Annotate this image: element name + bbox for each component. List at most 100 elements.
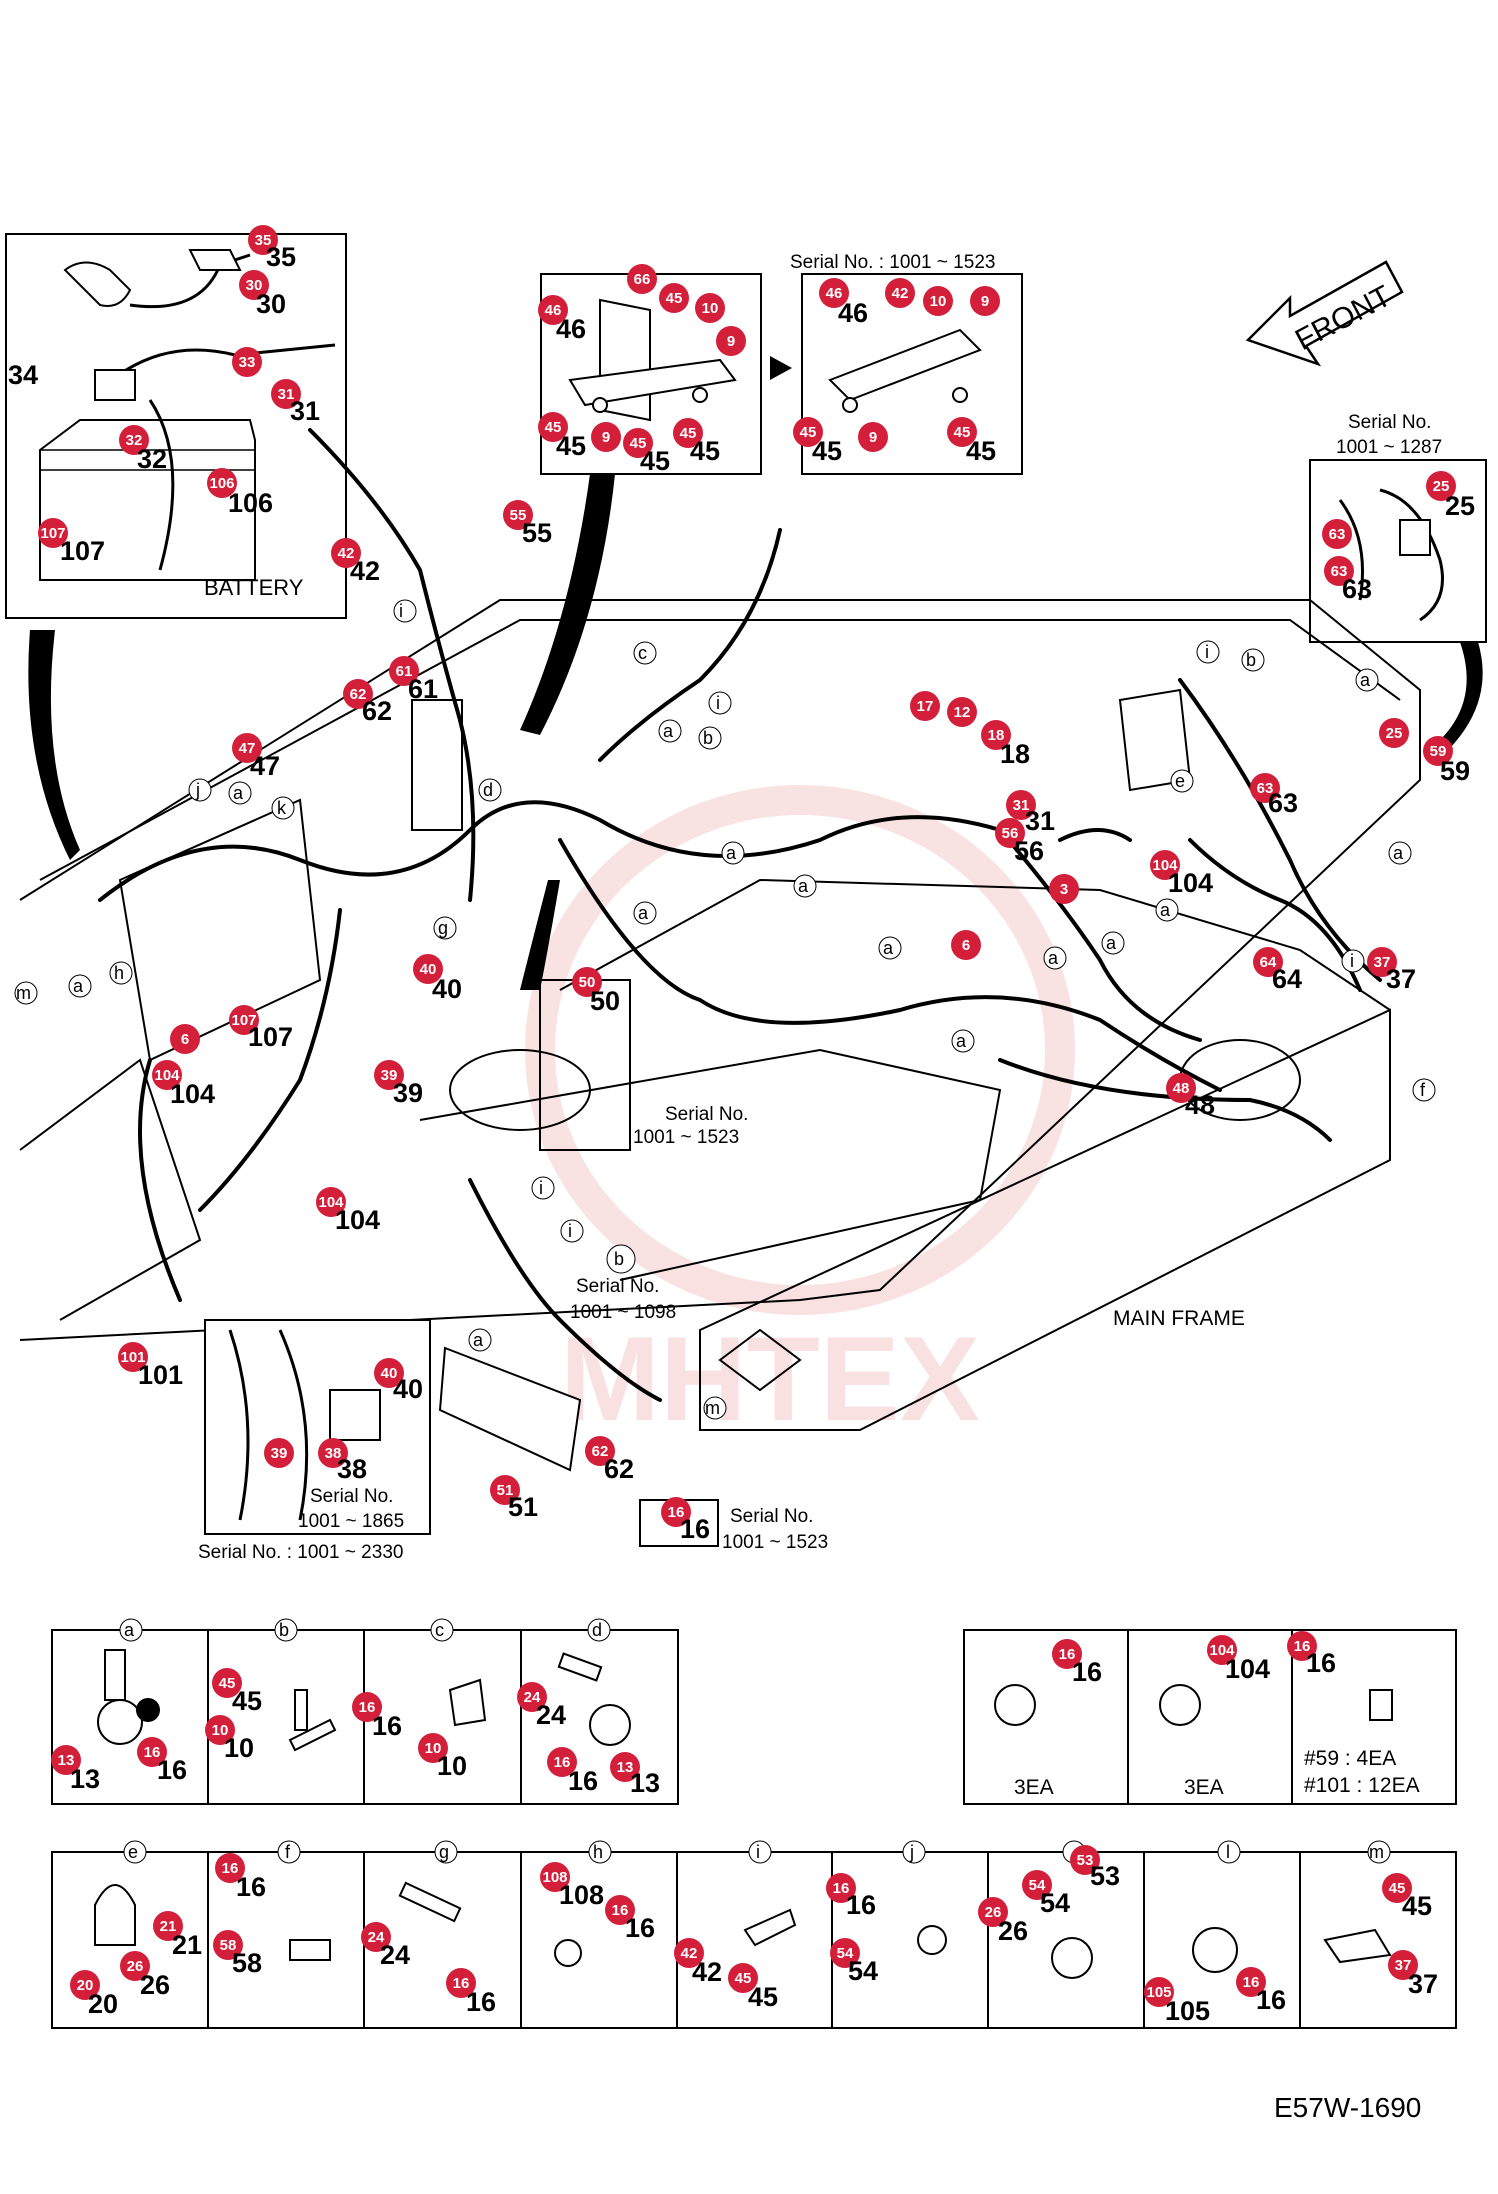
callout-badge: 104 [152, 1060, 182, 1090]
svg-text:13: 13 [617, 1759, 634, 1776]
svg-text:a: a [1160, 900, 1171, 920]
callout-badge: 24 [517, 1682, 547, 1712]
svg-text:a: a [124, 1620, 135, 1640]
svg-text:20: 20 [88, 1989, 118, 2019]
callout-badge: 25 [1379, 718, 1409, 748]
svg-text:a: a [663, 721, 674, 741]
callout-badge: 107 [229, 1005, 259, 1035]
svg-text:51: 51 [497, 1482, 514, 1499]
callout-badge: 106 [207, 468, 237, 498]
svg-text:51: 51 [508, 1492, 538, 1522]
svg-text:13: 13 [630, 1768, 660, 1798]
callout-badge: 21 [153, 1911, 183, 1941]
svg-text:37: 37 [1386, 964, 1416, 994]
svg-text:37: 37 [1395, 1957, 1412, 1974]
svg-text:54: 54 [848, 1956, 878, 1986]
watermark-text: MHTEX [560, 1312, 980, 1446]
svg-text:a: a [1360, 670, 1371, 690]
callout-badges: 35 35 30 30 34 33 31 31 32 32 106 106 10… [8, 225, 1475, 1547]
svg-text:46: 46 [838, 298, 868, 328]
callout-badge: 63 [1324, 556, 1354, 586]
svg-text:40: 40 [393, 1374, 423, 1404]
svg-text:33: 33 [239, 354, 256, 371]
detail-panel-f: f 16 16 58 58 [213, 1840, 331, 1978]
qty-panel-3: 16 16 #59 : 4EA #101 : 12EA [1287, 1631, 1420, 1797]
svg-text:13: 13 [58, 1752, 75, 1769]
pointer-swoosh [1440, 642, 1483, 748]
serial-note: 1001 ~ 1865 [298, 1511, 404, 1532]
svg-text:45: 45 [954, 424, 971, 441]
callout-badge: 20 [70, 1970, 100, 2000]
callout-badge: 47 [232, 733, 262, 763]
svg-text:45: 45 [219, 1675, 236, 1692]
reference-letters: i c i a b d i b a e a i f a a a a a a a … [14, 599, 1436, 1420]
callout-badge: 59 [1423, 736, 1453, 766]
svg-text:f: f [285, 1842, 291, 1862]
svg-text:39: 39 [271, 1445, 288, 1462]
callout-badge: 16 [215, 1853, 245, 1883]
svg-text:63: 63 [1342, 574, 1372, 604]
svg-text:42: 42 [692, 1957, 722, 1987]
svg-text:101: 101 [138, 1360, 183, 1390]
callout-badge: 37 [1367, 947, 1397, 977]
svg-text:6: 6 [181, 1031, 189, 1048]
svg-text:16: 16 [1243, 1974, 1260, 1991]
svg-text:16: 16 [833, 1880, 850, 1897]
svg-text:16: 16 [680, 1514, 710, 1544]
detail-panel-a: a 13 13 16 16 [51, 1618, 187, 1794]
svg-text:104: 104 [1152, 857, 1178, 874]
callout-badge: 16 [547, 1747, 577, 1777]
detail-panel-e: e 21 21 20 20 26 26 [70, 1840, 202, 2019]
svg-text:63: 63 [1257, 780, 1274, 797]
callout-badge: 10 [923, 286, 953, 316]
svg-text:54: 54 [1029, 1877, 1046, 1894]
svg-text:16: 16 [612, 1902, 629, 1919]
svg-text:16: 16 [625, 1913, 655, 1943]
svg-text:108: 108 [542, 1869, 567, 1886]
svg-text:53: 53 [1090, 1861, 1120, 1891]
callout-badge: 45 [538, 412, 568, 442]
callout-badge: 3 [1049, 874, 1079, 904]
battery-title: BATTERY [204, 575, 304, 600]
detail-panel-k: 54 54 53 53 26 26 [978, 1840, 1120, 1979]
callout-badge: 6 [951, 930, 981, 960]
svg-text:55: 55 [510, 507, 527, 524]
svg-text:g: g [439, 1842, 449, 1862]
svg-text:a: a [1106, 933, 1117, 953]
svg-text:104: 104 [318, 1194, 344, 1211]
svg-text:9: 9 [727, 333, 735, 350]
svg-text:i: i [399, 601, 403, 621]
svg-text:m: m [16, 983, 31, 1003]
svg-text:45: 45 [556, 431, 586, 461]
svg-text:104: 104 [170, 1079, 215, 1109]
callout-badge: 51 [490, 1475, 520, 1505]
svg-text:61: 61 [396, 663, 413, 680]
detail-panel-d: d 24 24 16 16 13 13 [517, 1618, 660, 1798]
svg-text:108: 108 [559, 1880, 604, 1910]
svg-text:16: 16 [466, 1987, 496, 2017]
detail-panel-h: h 108 108 16 16 [540, 1840, 655, 1967]
svg-text:c: c [435, 1620, 444, 1640]
callout-badge: 37 [1388, 1950, 1418, 1980]
callout-badge: 45 [659, 283, 689, 313]
watermark: MHTEX [525, 785, 1075, 1446]
svg-text:16: 16 [144, 1744, 161, 1761]
svg-text:59: 59 [1430, 743, 1447, 760]
svg-text:66: 66 [634, 271, 651, 288]
svg-text:64: 64 [1260, 954, 1277, 971]
callout-badge: 10 [695, 293, 725, 323]
svg-text:107: 107 [248, 1022, 293, 1052]
serial-note: Serial No. [310, 1486, 393, 1507]
svg-text:a: a [798, 876, 809, 896]
callout-badge: 45 [793, 417, 823, 447]
callout-badge: 42 [674, 1938, 704, 1968]
wire-harness [98, 428, 1382, 1402]
svg-text:46: 46 [556, 314, 586, 344]
svg-text:45: 45 [232, 1686, 262, 1716]
callout-badge: 45 [728, 1963, 758, 1993]
svg-text:59: 59 [1440, 756, 1470, 786]
main-frame-drawing [19, 599, 1421, 1431]
svg-text:b: b [1246, 650, 1256, 670]
svg-text:16: 16 [222, 1860, 239, 1877]
svg-text:45: 45 [812, 436, 842, 466]
